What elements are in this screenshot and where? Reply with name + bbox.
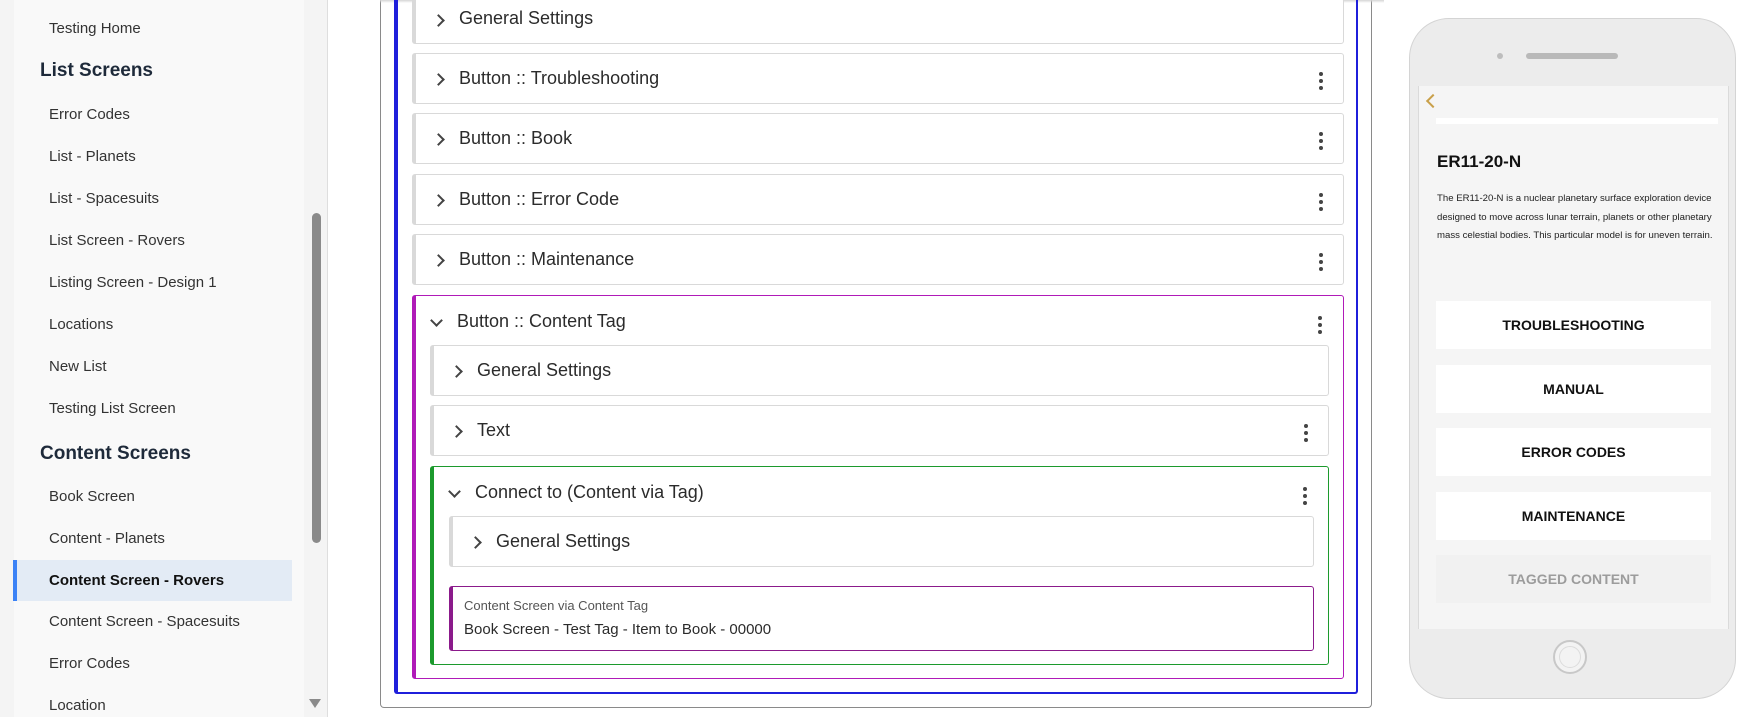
phone-speaker — [1526, 53, 1618, 59]
preview-description: The ER11-20-N is a nuclear planetary sur… — [1437, 193, 1713, 241]
preview-button-maintenance[interactable]: MAINTENANCE — [1436, 492, 1711, 540]
panel-title: Text — [477, 420, 511, 440]
panel-title: General Settings — [496, 531, 631, 551]
sidebar-item-book-screen[interactable]: Book Screen — [49, 488, 135, 505]
panel-button-book[interactable]: Button :: Book — [412, 113, 1344, 164]
sidebar-item-new-list[interactable]: New List — [49, 358, 107, 375]
sidebar-item-error-codes-2[interactable]: Error Codes — [49, 655, 130, 672]
card-value[interactable]: Book Screen - Test Tag - Item to Book - … — [464, 621, 772, 638]
chevron-right-icon[interactable] — [432, 194, 445, 207]
more-options-icon[interactable] — [1319, 132, 1323, 150]
sidebar-item-error-codes[interactable]: Error Codes — [49, 106, 130, 123]
chevron-down-icon[interactable] — [448, 485, 461, 498]
panel-title[interactable]: Connect to (Content via Tag) — [475, 482, 704, 502]
sidebar-item-content-screen-rovers[interactable]: Content Screen - Rovers — [13, 560, 292, 601]
sidebar-item-testing-list-screen[interactable]: Testing List Screen — [49, 400, 176, 417]
sidebar-nav: Testing Home List Screens Error Codes Li… — [0, 0, 328, 717]
sidebar-item-testing-home[interactable]: Testing Home — [49, 20, 141, 37]
panel-general-settings[interactable]: General Settings — [412, 0, 1344, 44]
sidebar-item-listing-screen-design-1[interactable]: Listing Screen - Design 1 — [49, 274, 217, 291]
chevron-right-icon[interactable] — [432, 14, 445, 27]
preview-button-manual[interactable]: MANUAL — [1436, 365, 1711, 413]
sidebar-item-content-screen-spacesuits[interactable]: Content Screen - Spacesuits — [49, 613, 240, 630]
chevron-right-icon[interactable] — [450, 365, 463, 378]
panel-title[interactable]: Button :: Content Tag — [457, 311, 626, 331]
editor-frame — [380, 0, 1372, 708]
screen-panel-outline — [394, 0, 1358, 694]
sidebar-item-content-planets[interactable]: Content - Planets — [49, 530, 165, 547]
app-bar-divider — [1436, 118, 1718, 124]
panel-content-tag-text[interactable]: Text — [430, 405, 1329, 456]
preview-button-tagged-content[interactable]: TAGGED CONTENT — [1436, 555, 1711, 603]
panel-title: Button :: Book — [459, 128, 573, 148]
more-options-icon[interactable] — [1303, 487, 1307, 505]
more-options-icon[interactable] — [1318, 316, 1322, 334]
phone-home-button[interactable] — [1553, 640, 1587, 674]
preview-button-troubleshooting[interactable]: TROUBLESHOOTING — [1436, 301, 1711, 349]
more-options-icon[interactable] — [1319, 253, 1323, 271]
sidebar-heading-content-screens: Content Screens — [40, 443, 191, 464]
sidebar-scrollbar-thumb[interactable] — [312, 213, 321, 543]
content-tag-link-card[interactable]: Content Screen via Content Tag Book Scre… — [449, 586, 1314, 651]
panel-title: Button :: Error Code — [459, 189, 620, 209]
panel-button-troubleshooting[interactable]: Button :: Troubleshooting — [412, 53, 1344, 104]
chevron-right-icon[interactable] — [432, 73, 445, 86]
panel-title: Button :: Troubleshooting — [459, 68, 660, 88]
sidebar-item-list-planets[interactable]: List - Planets — [49, 148, 136, 165]
preview-title: ER11-20-N — [1437, 152, 1522, 171]
panel-content-tag-general-settings[interactable]: General Settings — [430, 345, 1329, 396]
chevron-right-icon[interactable] — [469, 536, 482, 549]
scroll-down-arrow-icon[interactable] — [309, 699, 321, 708]
phone-camera — [1497, 53, 1503, 59]
more-options-icon[interactable] — [1319, 72, 1323, 90]
sidebar-heading-list-screens: List Screens — [40, 60, 153, 81]
chevron-down-icon[interactable] — [430, 314, 443, 327]
sidebar-item-location[interactable]: Location — [49, 697, 106, 714]
panel-connect-general-settings[interactable]: General Settings — [449, 516, 1314, 567]
sidebar-item-locations[interactable]: Locations — [49, 316, 114, 333]
more-options-icon[interactable] — [1304, 424, 1308, 442]
chevron-right-icon[interactable] — [450, 425, 463, 438]
chevron-right-icon[interactable] — [432, 133, 445, 146]
card-label: Content Screen via Content Tag — [464, 598, 649, 613]
panel-title: General Settings — [459, 8, 594, 28]
more-options-icon[interactable] — [1319, 193, 1323, 211]
chevron-right-icon[interactable] — [432, 254, 445, 267]
panel-title: Button :: Maintenance — [459, 249, 635, 269]
panel-button-maintenance[interactable]: Button :: Maintenance — [412, 234, 1344, 285]
panel-title: General Settings — [477, 360, 612, 380]
panel-button-error-code[interactable]: Button :: Error Code — [412, 174, 1344, 225]
sidebar-item-list-screen-rovers[interactable]: List Screen - Rovers — [49, 232, 185, 249]
sidebar-item-list-spacesuits[interactable]: List - Spacesuits — [49, 190, 160, 207]
preview-button-error-codes[interactable]: ERROR CODES — [1436, 428, 1711, 476]
